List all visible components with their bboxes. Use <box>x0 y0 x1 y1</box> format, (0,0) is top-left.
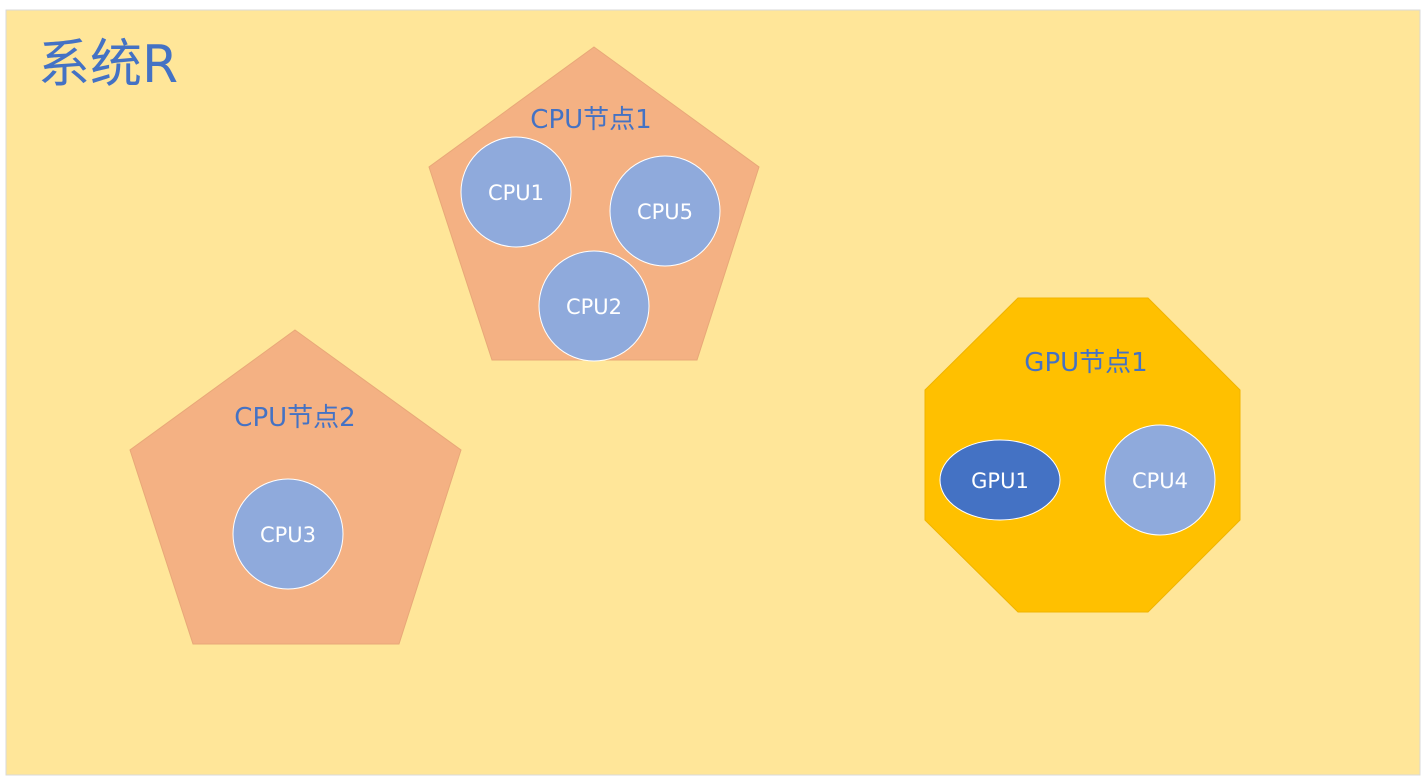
cpu1-label: CPU1 <box>488 181 544 205</box>
system-title: 系统R <box>38 35 178 95</box>
gpu1-label: GPU1 <box>971 469 1029 493</box>
cpu5-unit <box>609 155 721 267</box>
cpu3-unit <box>232 478 344 590</box>
gpu-node-1: GPU节点1 GPU1 CPU4 <box>924 297 1241 613</box>
cpu1-unit <box>460 136 572 248</box>
cpu4-label: CPU4 <box>1132 469 1188 493</box>
cpu-node-1: CPU节点1 CPU1 CPU5 CPU2 <box>428 46 760 362</box>
cpu4-unit <box>1104 424 1216 536</box>
cpu-node-1-label: CPU节点1 <box>530 105 651 135</box>
cpu-node-2-label: CPU节点2 <box>234 403 355 433</box>
cpu2-label: CPU2 <box>566 295 622 319</box>
cpu-node-2: CPU节点2 CPU3 <box>129 329 462 645</box>
gpu1-unit <box>939 439 1061 521</box>
cpu3-label: CPU3 <box>260 523 316 547</box>
gpu-node-1-label: GPU节点1 <box>1024 348 1147 378</box>
cpu2-unit <box>538 250 650 362</box>
cpu5-label: CPU5 <box>637 200 693 224</box>
